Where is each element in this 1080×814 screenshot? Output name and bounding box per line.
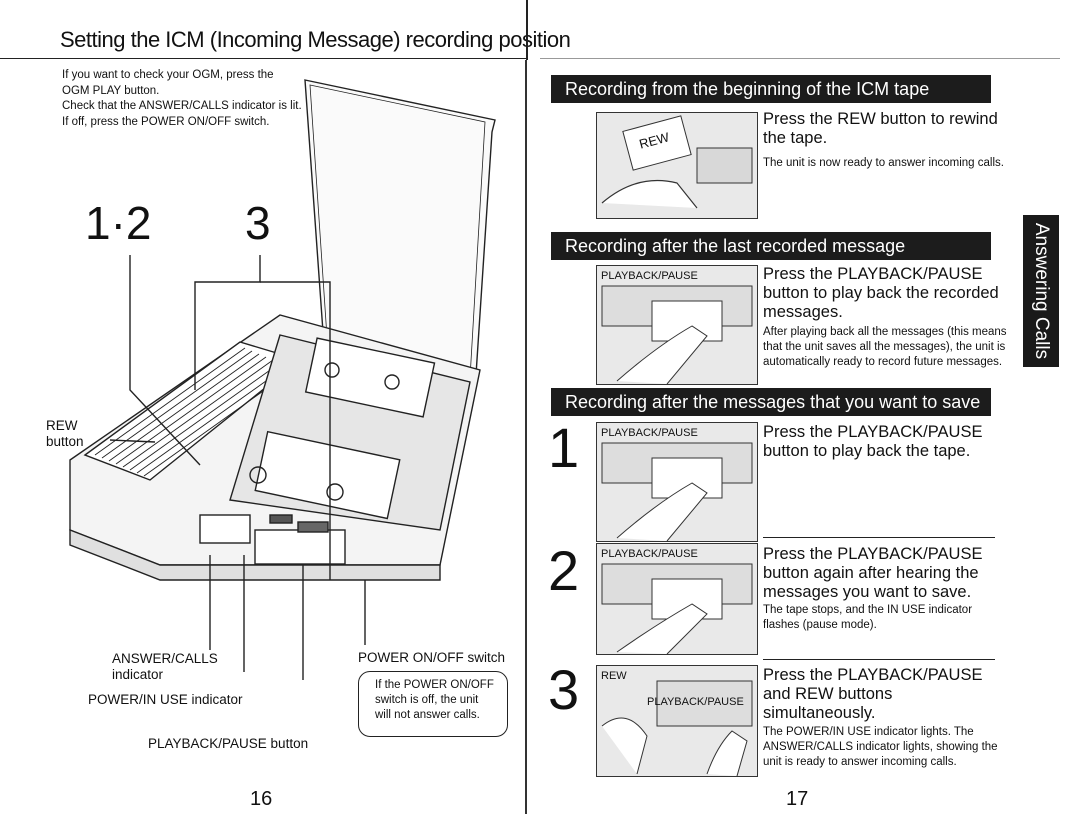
page-title: Setting the ICM (Incoming Message) recor…: [60, 27, 571, 52]
step-title-rew: Press the REW button to rewind the tape.: [763, 110, 998, 147]
top-rule-right: [540, 58, 1060, 59]
section-banner-beginning: Recording from the beginning of the ICM …: [551, 75, 991, 103]
step-divider-3: [763, 659, 995, 660]
photo-rew-and-playback: REW PLAYBACK/PAUSE: [596, 665, 758, 777]
playback-pause-photo-icon: [601, 563, 753, 654]
rew-button-label: REW button: [46, 418, 84, 450]
power-switch-note: If the POWER ON/OFF switch is off, the u…: [358, 671, 508, 737]
intro-text: If you want to check your OGM, press the…: [62, 68, 302, 130]
section-banner-after-last: Recording after the last recorded messag…: [551, 232, 991, 260]
step-label-3: 3: [245, 197, 271, 249]
rew-label-line2: button: [46, 434, 84, 449]
step-title-1: Press the PLAYBACK/PAUSE button to play …: [763, 423, 983, 460]
photo-playback-pause-3: PLAYBACK/PAUSE: [596, 543, 758, 655]
step-title-2: Press the PLAYBACK/PAUSE button again af…: [763, 545, 983, 601]
photo-rew-button: REW: [596, 112, 758, 219]
photo-label-playback-pause: PLAYBACK/PAUSE: [601, 270, 698, 282]
step-number-3: 3: [548, 658, 580, 721]
page-spine: [525, 60, 527, 814]
page-number-left: 16: [250, 788, 273, 810]
photo-label-playback-pause: PLAYBACK/PAUSE: [647, 696, 744, 708]
playback-pause-photo-icon: [601, 442, 753, 541]
step-number-1: 1: [548, 416, 580, 479]
side-tab-answering-calls: Answering Calls: [1023, 215, 1059, 367]
step-body-2: The tape stops, and the IN USE indicator…: [763, 604, 973, 631]
step-title-3: Press the PLAYBACK/PAUSE and REW buttons…: [763, 666, 983, 722]
power-in-use-indicator-label: POWER/IN USE indicator: [88, 692, 243, 707]
rew-playback-photo-icon: [601, 680, 753, 776]
photo-label-rew: REW: [601, 670, 627, 682]
step-label-1-2: 1·2: [85, 197, 152, 249]
answer-calls-indicator-label: ANSWER/CALLS indicator: [112, 651, 218, 683]
section-banner-save-messages: Recording after the messages that you wa…: [551, 388, 991, 416]
step-number-2: 2: [548, 539, 580, 602]
photo-playback-pause-1: PLAYBACK/PAUSE: [596, 265, 758, 385]
step-title-playback-messages: Press the PLAYBACK/PAUSE button to play …: [763, 265, 999, 321]
step-body-playback-messages: After playing back all the messages (thi…: [763, 326, 1007, 368]
title-rule: [0, 58, 528, 59]
photo-playback-pause-2: PLAYBACK/PAUSE: [596, 422, 758, 542]
step-body-3: The POWER/IN USE indicator lights. The A…: [763, 726, 998, 768]
playback-pause-button-label: PLAYBACK/PAUSE button: [148, 736, 309, 751]
page-number-right: 17: [786, 788, 809, 810]
step-body-rew: The unit is now ready to answer incoming…: [763, 157, 1004, 169]
playback-pause-photo-icon: [601, 285, 753, 384]
photo-label-playback-pause: PLAYBACK/PAUSE: [601, 427, 698, 439]
rew-button-photo-icon: [601, 115, 753, 209]
answer-calls-line1: ANSWER/CALLS: [112, 651, 218, 666]
step-divider-2: [763, 537, 995, 538]
side-tab-label: Answering Calls: [1031, 222, 1052, 360]
photo-label-playback-pause: PLAYBACK/PAUSE: [601, 548, 698, 560]
answer-calls-line2: indicator: [112, 667, 164, 682]
power-switch-label: POWER ON/OFF switch: [358, 650, 506, 665]
intro-line-ogm: If you want to check your OGM, press the…: [62, 69, 274, 97]
rew-label-line1: REW: [46, 418, 78, 433]
title-rule-vertical: [526, 0, 528, 60]
intro-line-answer-calls: Check that the ANSWER/CALLS indicator is…: [62, 100, 302, 128]
answering-machine-illustration: [69, 79, 496, 680]
